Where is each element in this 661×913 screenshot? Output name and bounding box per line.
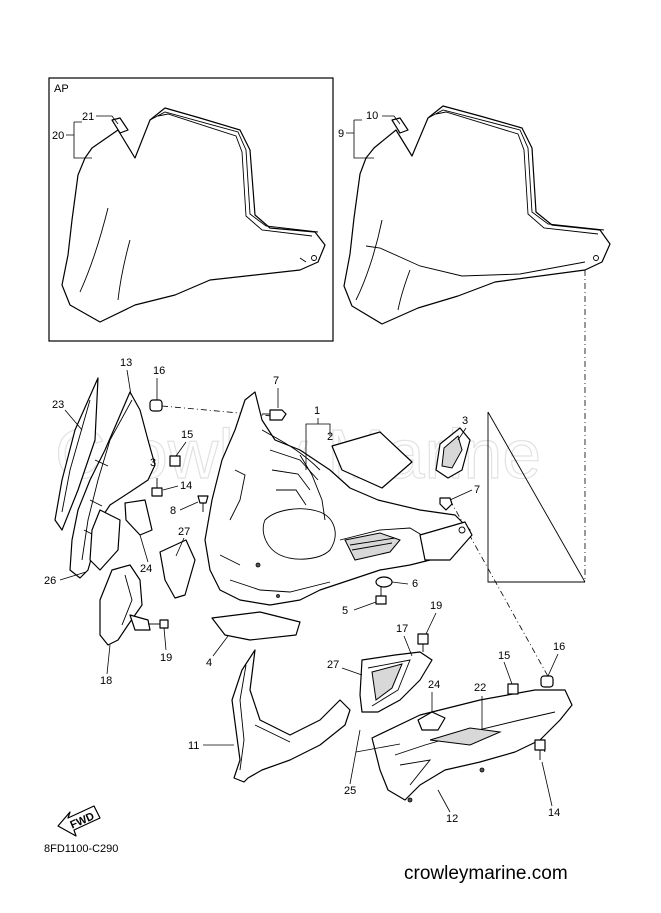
callout-5: 5 xyxy=(342,605,348,617)
website-url: crowleymarine.com xyxy=(404,863,568,884)
callout-16b: 16 xyxy=(553,641,565,653)
callout-11: 11 xyxy=(188,740,199,752)
callout-26: 26 xyxy=(44,575,56,587)
callout-16a: 16 xyxy=(153,365,165,377)
callout-3-small: 3 xyxy=(150,457,156,469)
fwd-arrow-icon: FWD xyxy=(57,805,101,837)
ap-inset-frame xyxy=(48,77,334,342)
part-7-screw-right xyxy=(439,497,453,511)
part-main-cowling xyxy=(204,391,471,606)
callout-6: 6 xyxy=(412,578,418,590)
callout-19b: 19 xyxy=(430,600,442,612)
ap-inset: AP 21 20 xyxy=(48,77,334,342)
callout-20: 20 xyxy=(52,130,64,142)
callout-22: 22 xyxy=(474,682,486,694)
part-19-screw-right xyxy=(417,633,429,652)
callout-12: 12 xyxy=(446,813,458,825)
callout-1: 1 xyxy=(314,405,320,417)
part-15-nut-right xyxy=(507,683,519,695)
part-23-left-panel xyxy=(54,377,99,531)
part-11-lower-panel xyxy=(231,649,351,783)
part-18-side-panel xyxy=(99,564,151,646)
part-8-screw xyxy=(197,495,209,512)
part-14-screw-right xyxy=(534,739,546,760)
diagram-code: 8FD1100-C290 xyxy=(44,843,118,855)
part-6-washer xyxy=(375,576,393,588)
callout-25: 25 xyxy=(344,785,356,797)
windshield xyxy=(343,105,611,325)
callout-18: 18 xyxy=(100,675,112,687)
callout-27b: 27 xyxy=(327,659,339,671)
callout-8: 8 xyxy=(170,505,176,517)
callout-17: 17 xyxy=(396,623,408,635)
callout-23: 23 xyxy=(52,399,64,411)
part-4-plate xyxy=(211,611,301,641)
part-14-screw xyxy=(151,478,163,497)
callout-14b: 14 xyxy=(548,807,560,819)
part-5-screw xyxy=(375,586,387,605)
part-2-sticker xyxy=(331,431,413,489)
part-27-pad xyxy=(159,539,196,599)
callout-2: 2 xyxy=(327,431,333,443)
callout-24b: 24 xyxy=(428,679,440,691)
callout-15b: 15 xyxy=(498,650,510,662)
callout-13: 13 xyxy=(120,357,132,369)
windshield-ap xyxy=(61,107,326,323)
part-15-nut xyxy=(169,455,181,467)
ap-inset-label: AP xyxy=(54,83,69,95)
callout-24a: 24 xyxy=(140,563,152,575)
callout-21: 21 xyxy=(82,111,94,123)
callout-7a: 7 xyxy=(273,375,279,387)
callout-15a: 15 xyxy=(181,429,193,441)
callout-10: 10 xyxy=(366,110,378,122)
part-24-pad-right xyxy=(417,711,446,731)
part-16-grommet-right xyxy=(540,675,554,688)
part-13-bracket xyxy=(69,391,156,579)
callout-3: 3 xyxy=(462,415,468,427)
callout-14a: 14 xyxy=(180,480,192,492)
part-24-pad xyxy=(124,499,153,536)
callout-7b: 7 xyxy=(474,484,480,496)
part-19-screw xyxy=(148,619,169,629)
callout-19a: 19 xyxy=(160,652,172,664)
part-7-screw xyxy=(262,409,287,421)
callout-27a: 27 xyxy=(178,526,190,538)
fwd-label: FWD xyxy=(68,810,96,831)
part-16-grommet xyxy=(149,399,163,412)
callout-9: 9 xyxy=(338,128,344,140)
part-17-bracket xyxy=(359,651,433,713)
callout-4: 4 xyxy=(206,657,212,669)
